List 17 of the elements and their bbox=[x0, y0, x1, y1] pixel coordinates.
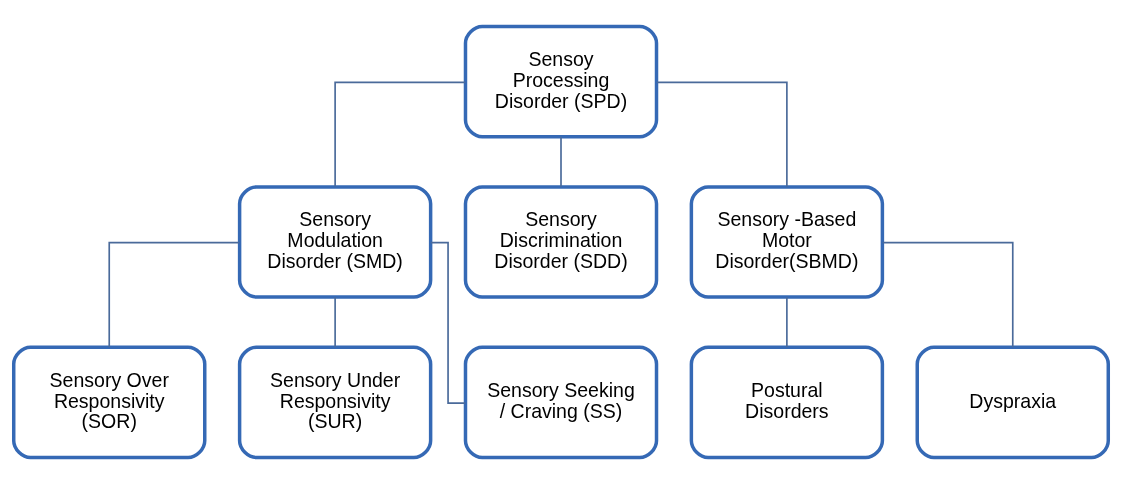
connector bbox=[430, 241, 467, 404]
connector bbox=[786, 295, 788, 348]
node-box: Sensory Modulation Disorder (SMD) bbox=[237, 184, 433, 299]
node-box: Postural Disorders bbox=[689, 345, 885, 459]
node-box: Dyspraxia bbox=[915, 345, 1110, 459]
node-box: Sensory Over Responsivity (SOR) bbox=[12, 345, 207, 459]
node-box: Sensory Under Responsivity (SUR) bbox=[237, 345, 433, 459]
node-box: Sensory Seeking / Craving (SS) bbox=[463, 345, 659, 459]
node-box: Sensory -Based Motor Disorder(SBMD) bbox=[689, 184, 885, 299]
connector bbox=[655, 81, 788, 187]
connector bbox=[108, 241, 241, 348]
node-box: Sensory Discrimination Disorder (SDD) bbox=[463, 184, 659, 299]
connector bbox=[881, 241, 1014, 348]
connector bbox=[334, 81, 467, 187]
connector bbox=[334, 295, 336, 348]
connector bbox=[560, 135, 562, 188]
node-box: Sensoy Processing Disorder (SPD) bbox=[463, 24, 659, 138]
